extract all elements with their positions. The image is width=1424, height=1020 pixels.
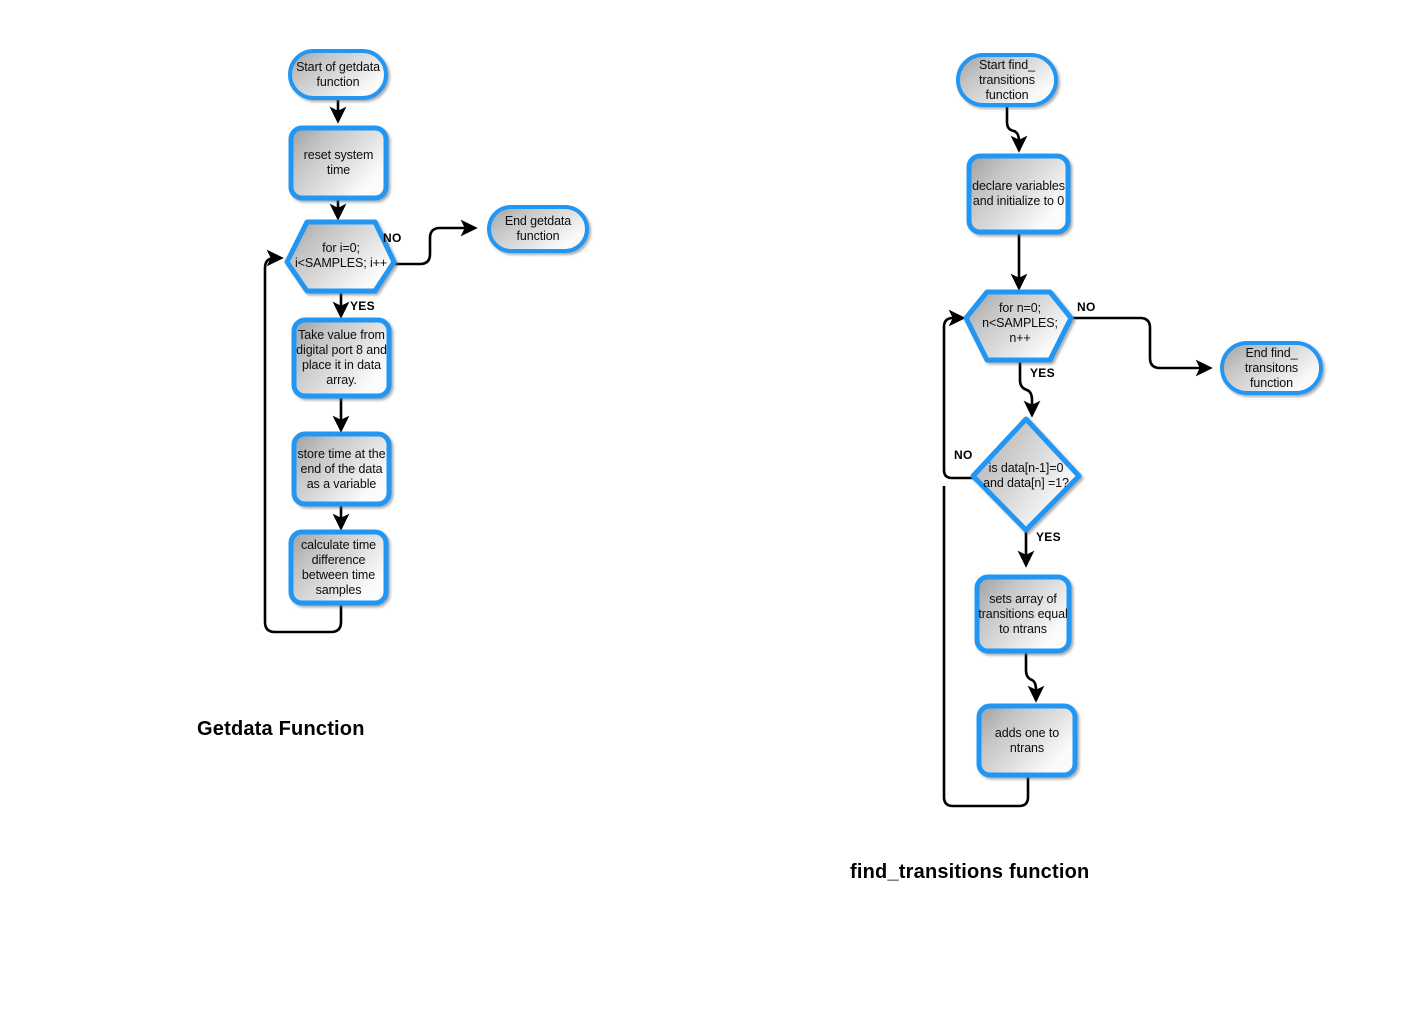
node-sets-array[interactable] <box>974 574 1072 654</box>
node-declare-variables[interactable] <box>966 153 1071 235</box>
edge-adds-loop-to-forn <box>942 486 1030 808</box>
edge-label-ft-isdata-no: NO <box>954 448 973 462</box>
node-adds-one[interactable] <box>976 703 1078 778</box>
edge-forn-yes-to-isdata <box>1018 360 1041 418</box>
node-reset-system-time[interactable] <box>288 125 389 201</box>
node-start-find-transitions[interactable] <box>956 53 1058 107</box>
edge-label-getdata-for-no: NO <box>383 231 402 245</box>
edge-startft-to-declare <box>1005 105 1028 153</box>
caption-getdata-function: Getdata Function <box>197 718 365 740</box>
edge-sets-to-adds <box>1024 651 1045 703</box>
edge-forn-no-to-endft <box>1070 316 1213 377</box>
node-start-getdata[interactable] <box>288 49 388 100</box>
node-take-value[interactable] <box>291 317 392 399</box>
edge-isdata-no-to-forn <box>942 309 977 480</box>
node-store-time[interactable] <box>291 431 392 507</box>
edge-for-no-to-end <box>392 219 478 266</box>
node-for-loop-i[interactable] <box>284 219 397 294</box>
node-calculate-time-difference[interactable] <box>288 529 389 606</box>
edge-label-getdata-for-yes: YES <box>350 299 375 313</box>
node-end-getdata[interactable] <box>487 205 589 253</box>
edge-label-ft-isdata-yes: YES <box>1036 530 1061 544</box>
node-for-loop-n[interactable] <box>963 289 1074 363</box>
edge-label-ft-forn-no: NO <box>1077 300 1096 314</box>
node-end-find-transitions[interactable] <box>1220 341 1323 395</box>
edge-calc-loop-to-for <box>263 249 343 634</box>
edge-label-ft-forn-yes: YES <box>1030 366 1055 380</box>
caption-find-transitions-function: find_transitions function <box>850 861 1090 883</box>
node-is-data-transition[interactable] <box>970 416 1082 533</box>
